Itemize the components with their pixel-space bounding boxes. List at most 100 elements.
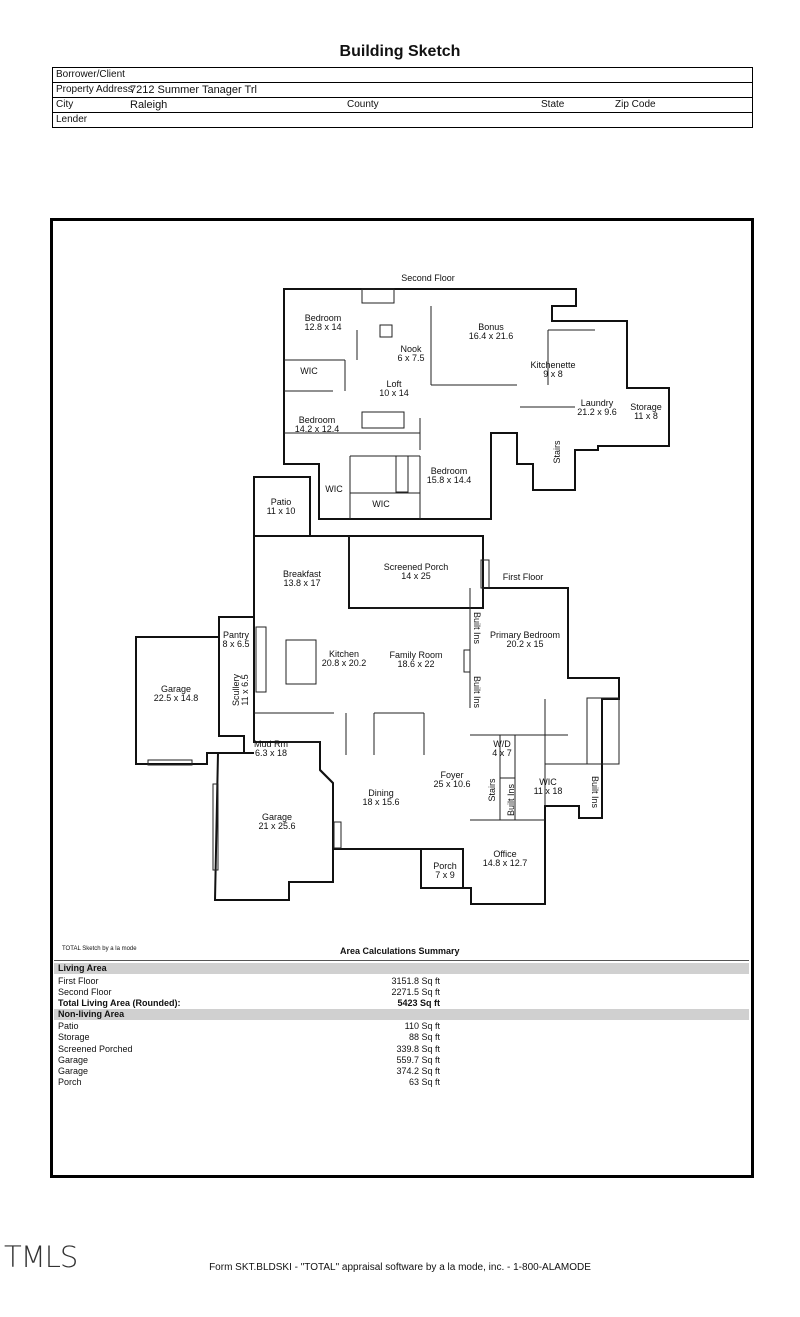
nonliving-row-value: 374.2 Sq ft [396, 1066, 440, 1076]
city-label: City [56, 99, 74, 110]
nonliving-row-value: 88 Sq ft [408, 1032, 440, 1042]
room-name: W/D [493, 739, 511, 749]
room-name: WIC [325, 484, 343, 494]
living-row-value: 3151.8 Sq ft [391, 976, 440, 986]
zip-label: Zip Code [615, 99, 656, 110]
total-living-label: Total Living Area (Rounded): [58, 998, 181, 1008]
room-dims: 20.8 x 20.2 [322, 658, 367, 668]
room-dims: 8 x 6.5 [222, 639, 249, 649]
room-name: Pantry [223, 630, 250, 640]
room-dims: 21 x 25.6 [258, 821, 295, 831]
room-name: Stairs [487, 778, 497, 802]
room-name: Bonus [478, 322, 504, 332]
first-floor-label: First Floor [503, 572, 544, 582]
city-row: City Raleigh County State Zip Code [53, 98, 752, 113]
room-name: Bedroom [305, 313, 342, 323]
room-name: Porch [433, 861, 457, 871]
room-name: Screened Porch [384, 562, 449, 572]
city-value: Raleigh [130, 99, 168, 111]
room-dims: 7 x 9 [435, 870, 455, 880]
address-value: 7212 Summer Tanager Trl [130, 84, 257, 96]
room-dims: 11 x 6.5 [240, 674, 250, 705]
room-dims: 11 x 18 [534, 786, 563, 796]
room-name: Built Ins [472, 676, 482, 709]
lender-label: Lender [56, 114, 88, 125]
nonliving-area-header: Non-living Area [54, 1009, 749, 1020]
room-name: WIC [539, 777, 557, 787]
room-name: Primary Bedroom [490, 630, 560, 640]
address-label: Property Address [56, 84, 133, 95]
room-dims: 10 x 14 [379, 388, 409, 398]
second-floor-outline [283, 288, 670, 520]
garage-left-outline [135, 636, 244, 765]
page-title: Building Sketch [339, 43, 461, 60]
sketch-frame [50, 218, 754, 1178]
room-name: WIC [372, 499, 390, 509]
room-dims: 6 x 7.5 [397, 353, 424, 363]
nonliving-row-label: Screened Porched [58, 1044, 133, 1054]
room-name: Kitchenette [530, 360, 575, 370]
living-area-header: Living Area [54, 963, 749, 974]
living-row-label: Second Floor [58, 987, 112, 997]
room-name: Garage [262, 812, 292, 822]
room-dims: 9 x 8 [543, 369, 563, 379]
room-dims: 4 x 7 [492, 748, 512, 758]
room-name: Garage [161, 684, 191, 694]
room-name: Built Ins [506, 783, 516, 816]
garage-bottom-outline [213, 752, 334, 901]
room-name: Storage [630, 402, 662, 412]
nonliving-row-label: Storage [58, 1032, 90, 1042]
second-floor-label: Second Floor [401, 273, 455, 283]
room-dims: 25 x 10.6 [433, 779, 470, 789]
room-name: Dining [368, 788, 394, 798]
borrower-row: Borrower/Client [53, 68, 752, 83]
room-dims: 18.6 x 22 [397, 659, 434, 669]
room-name: Family Room [389, 650, 442, 660]
room-name: Built Ins [472, 612, 482, 645]
room-dims: 21.2 x 9.6 [577, 407, 617, 417]
room-dims: 6.3 x 18 [255, 748, 287, 758]
total-living-value: 5423 Sq ft [397, 998, 440, 1008]
room-dims: 11 x 10 [267, 506, 296, 516]
room-name: Nook [400, 344, 422, 354]
room-name: Foyer [440, 770, 463, 780]
tmls-watermark: TMLS [4, 1240, 78, 1274]
state-label: State [541, 99, 565, 110]
room-name: WIC [300, 366, 318, 376]
room-name: Laundry [581, 398, 614, 408]
footer-text: Form SKT.BLDSKI - "TOTAL" appraisal soft… [209, 1262, 591, 1273]
room-name: Bedroom [299, 415, 336, 425]
room-name: Mud Rm [254, 739, 288, 749]
room-dims: 16.4 x 21.6 [469, 331, 514, 341]
room-dims: 12.8 x 14 [304, 322, 341, 332]
pantry-outline [218, 616, 254, 754]
nonliving-row-label: Garage [58, 1055, 89, 1065]
room-dims: 11 x 8 [634, 411, 658, 421]
nonliving-row-label: Porch [58, 1077, 82, 1087]
county-label: County [347, 99, 379, 110]
room-dims: 14.8 x 12.7 [483, 858, 528, 868]
room-name: Patio [271, 497, 292, 507]
room-name: Loft [386, 379, 402, 389]
header-table: Borrower/Client Property Address 7212 Su… [52, 67, 753, 128]
room-dims: 14.2 x 12.4 [295, 424, 340, 434]
living-row-value: 2271.5 Sq ft [391, 987, 440, 997]
room-name: Kitchen [329, 649, 359, 659]
borrower-label: Borrower/Client [56, 69, 125, 80]
sketch-note: TOTAL Sketch by a la mode [62, 946, 137, 952]
room-name: Built Ins [590, 776, 600, 809]
porch-outline [420, 848, 464, 889]
room-name: Bedroom [431, 466, 468, 476]
summary-divider [54, 960, 749, 961]
nonliving-row-value: 339.8 Sq ft [396, 1044, 440, 1054]
summary-title: Area Calculations Summary [340, 946, 460, 956]
room-dims: 20.2 x 15 [506, 639, 543, 649]
room-dims: 18 x 15.6 [362, 797, 399, 807]
room-dims: 13.8 x 17 [283, 578, 320, 588]
room-dims: 22.5 x 14.8 [154, 693, 199, 703]
nonliving-row-value: 63 Sq ft [408, 1077, 440, 1087]
nonliving-row-label: Garage [58, 1066, 89, 1076]
lender-row: Lender [53, 113, 752, 128]
room-name: Breakfast [283, 569, 322, 579]
